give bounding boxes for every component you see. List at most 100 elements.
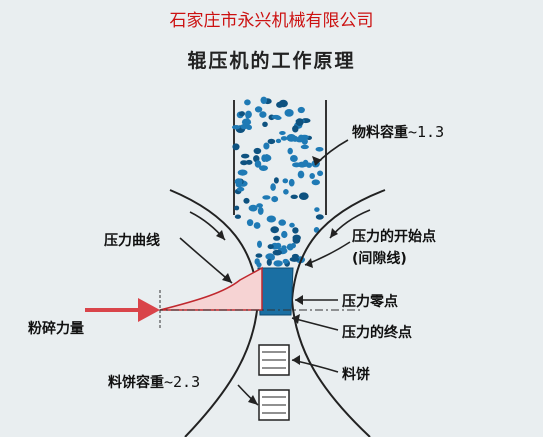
material-particle xyxy=(265,253,275,260)
material-particle xyxy=(243,197,250,204)
material-particle xyxy=(275,138,282,144)
material-particle xyxy=(270,226,280,234)
material-particle xyxy=(232,143,240,151)
material-particle xyxy=(262,121,268,128)
material-particle xyxy=(272,249,282,256)
material-particle xyxy=(266,215,276,223)
material-particle xyxy=(232,125,241,130)
material-particle xyxy=(279,131,286,135)
material-particle xyxy=(234,214,241,219)
pressure-end-label: 压力的终点 xyxy=(342,325,412,341)
material-particle xyxy=(254,258,260,265)
material-particle xyxy=(282,178,289,184)
material-particle xyxy=(315,214,324,220)
material-particle xyxy=(253,147,262,155)
material-particle xyxy=(295,118,304,126)
material-density-label: 物料容重~1.3 xyxy=(352,122,444,142)
material-density-value: ~1.3 xyxy=(408,123,445,141)
material-particle xyxy=(254,160,262,168)
cake-density-label: 料饼容重~2.3 xyxy=(108,372,200,392)
material-particle xyxy=(257,240,262,248)
material-particle xyxy=(300,144,309,150)
material-particle xyxy=(290,155,298,162)
material-particle xyxy=(245,112,251,119)
material-particle xyxy=(270,183,276,191)
material-density-text: 物料容重 xyxy=(352,125,408,141)
material-particle xyxy=(234,205,240,211)
pressure-curve xyxy=(159,266,263,311)
material-particle xyxy=(280,136,288,141)
material-particle xyxy=(245,159,253,165)
material-particle xyxy=(297,106,305,114)
material-particle xyxy=(288,178,295,187)
material-particle xyxy=(253,222,261,229)
material-particle xyxy=(278,219,287,226)
material-particle xyxy=(314,207,320,213)
material-particle xyxy=(257,206,264,215)
material-particle xyxy=(273,177,279,184)
material-particle xyxy=(289,256,300,262)
material-particle xyxy=(292,125,299,133)
material-particle xyxy=(311,179,320,186)
crushing-force-label: 粉碎力量 xyxy=(28,321,84,337)
cake-density-value: ~2.3 xyxy=(164,373,201,391)
material-particle xyxy=(234,178,243,186)
material-particle xyxy=(317,170,324,177)
material-particle xyxy=(295,136,304,143)
material-cake-upper xyxy=(258,344,290,376)
material-particle xyxy=(292,227,299,234)
material-particle xyxy=(315,147,324,152)
material-particle xyxy=(239,111,245,117)
pressure-start-label: 压力的开始点 xyxy=(352,229,436,245)
material-particle xyxy=(236,186,245,192)
material-particle xyxy=(298,192,309,200)
material-particle xyxy=(284,109,294,117)
material-particle xyxy=(240,160,248,166)
material-particle xyxy=(276,101,284,108)
material-particle xyxy=(290,194,298,199)
pressure-zone xyxy=(257,267,294,316)
material-particle xyxy=(302,159,309,167)
diagram-title: 辊压机的工作原理 xyxy=(187,50,356,72)
material-particle xyxy=(267,244,274,250)
material-particle xyxy=(283,189,289,195)
material-particle xyxy=(255,253,263,258)
material-particle xyxy=(287,147,293,155)
gap-line-label: (间隙线) xyxy=(352,251,407,267)
material-particle xyxy=(254,106,263,113)
cake-density-text: 料饼容重 xyxy=(108,375,164,391)
material-particle xyxy=(244,99,251,106)
material-particle xyxy=(246,219,254,227)
material-particle xyxy=(266,258,272,266)
company-name: 石家庄市永兴机械有限公司 xyxy=(169,11,374,31)
material-particle xyxy=(260,96,268,105)
material-particle xyxy=(281,245,287,250)
leader-pressure-end xyxy=(291,317,339,331)
material-particle xyxy=(281,230,288,239)
pressure-zero-label: 压力零点 xyxy=(342,294,398,310)
material-particle xyxy=(261,154,272,162)
material-particle xyxy=(309,173,316,179)
material-particle xyxy=(286,134,296,142)
material-particle xyxy=(289,222,295,228)
material-particle xyxy=(262,195,271,200)
material-particle xyxy=(263,142,270,150)
leader-pressure-curve xyxy=(179,237,233,284)
material-particle xyxy=(286,243,294,251)
material-particle xyxy=(273,260,283,267)
left-roller xyxy=(169,189,260,437)
material-particle xyxy=(273,235,281,241)
material-particle xyxy=(271,114,281,120)
material-particle xyxy=(259,165,268,172)
material-particle xyxy=(292,234,301,241)
material-cake-lower xyxy=(258,389,290,421)
material-particle xyxy=(248,204,258,212)
pressure-curve-label: 压力曲线 xyxy=(104,233,160,249)
material-particle xyxy=(271,196,279,203)
material-particle xyxy=(297,170,305,179)
material-particle xyxy=(237,169,248,176)
material-particle xyxy=(241,118,252,126)
material-particle xyxy=(241,153,250,159)
